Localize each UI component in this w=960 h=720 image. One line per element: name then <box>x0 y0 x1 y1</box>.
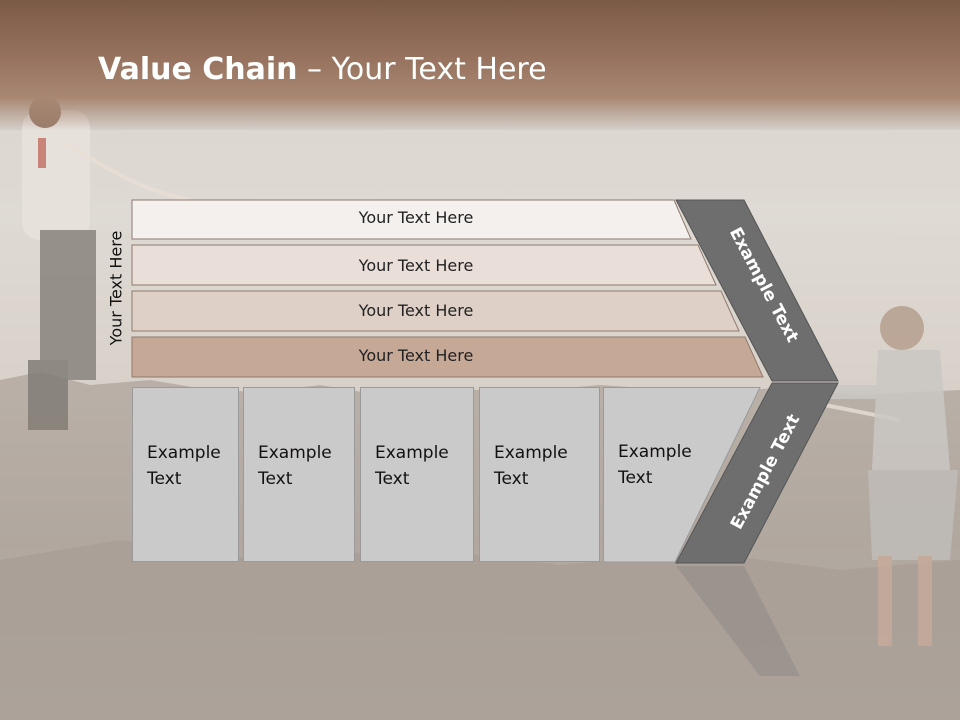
box-2-line2: Text <box>258 469 293 489</box>
band-4-label: Your Text Here <box>358 346 474 365</box>
band-2-shape[interactable] <box>131 244 717 286</box>
chevron-lower[interactable] <box>675 382 839 564</box>
title-separator: – <box>297 52 332 87</box>
title-bold: Value Chain <box>98 52 298 87</box>
boxes-reflection <box>0 566 960 686</box>
band-3-label: Your Text Here <box>358 301 474 320</box>
band-4-shape[interactable] <box>131 336 764 378</box>
box-1-line1: Example <box>147 443 221 463</box>
box-3-line1: Example <box>375 443 449 463</box>
band-1-label: Your Text Here <box>358 208 474 227</box>
band-1-shape[interactable] <box>131 199 692 240</box>
box-5-line1: Example <box>618 442 692 462</box>
band-3-shape[interactable] <box>131 290 740 332</box>
slide-title: Value Chain – Your Text Here <box>98 52 547 87</box>
title-rest: Your Text Here <box>331 52 547 87</box>
box-1-line2: Text <box>147 469 182 489</box>
band-2-label: Your Text Here <box>358 256 474 275</box>
header-band <box>0 0 960 130</box>
box-2-line1: Example <box>258 443 332 463</box>
chevron-reflection <box>676 566 800 676</box>
box-5-shape[interactable] <box>603 387 763 563</box>
box-4-line2: Text <box>494 469 529 489</box>
box-4-line1: Example <box>494 443 568 463</box>
chevron-upper[interactable] <box>675 199 839 382</box>
box-3-line2: Text <box>375 469 410 489</box>
box-5-line2: Text <box>618 468 653 488</box>
